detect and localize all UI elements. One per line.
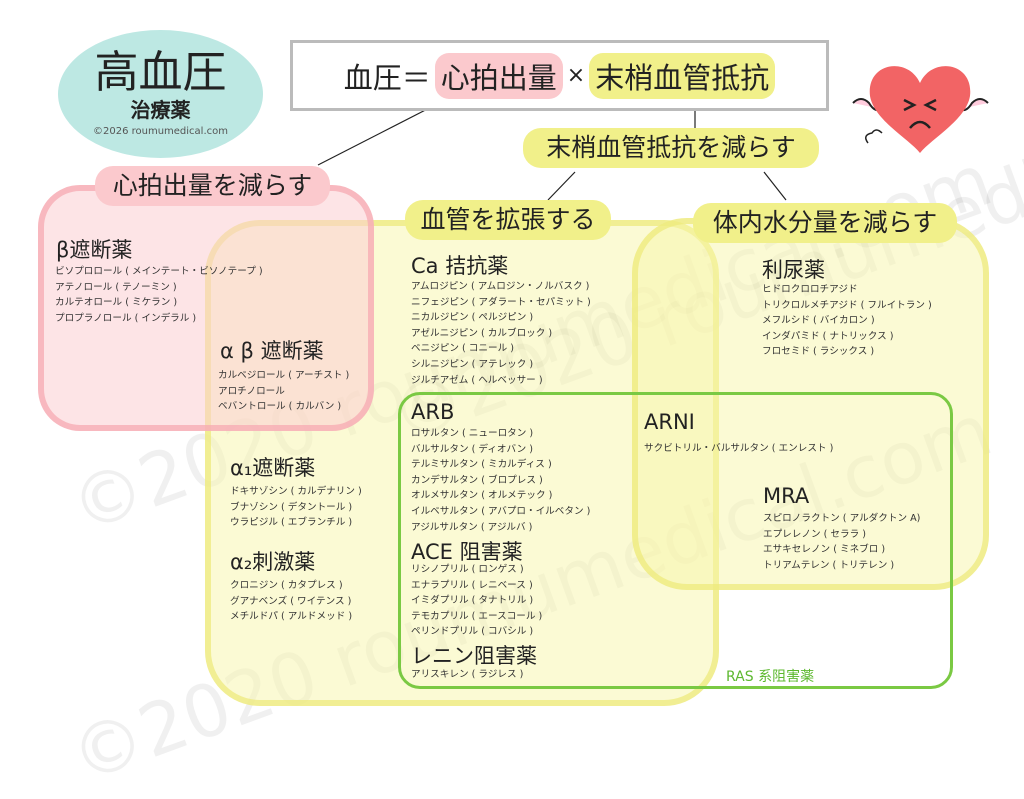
copyright: ©2026 roumumedical.com	[92, 126, 228, 137]
label-reduce-cardiac-output: 心拍出量を減らす	[95, 166, 330, 206]
drug-list-beta: ビソプロロール ( メインテート・ビソノテープ ) アテノロール ( テノーミン …	[55, 264, 263, 326]
logo-subtitle: 治療薬	[130, 98, 191, 122]
formula-cardiac-output: 心拍出量	[434, 52, 563, 99]
formula-lhs: 血圧＝	[343, 60, 431, 95]
drug-item: エサキセレノン ( ミネブロ )	[763, 544, 886, 556]
label-reduce-resistance: 末梢血管抵抗を減らす	[523, 128, 819, 168]
formula-resistance: 末梢血管抵抗	[589, 52, 776, 99]
drug-list-ace: リシノプリル ( ロンゲス ) エナラプリル ( レニベース ) イミダプリル ( …	[411, 562, 542, 640]
drug-item: クロニジン ( カタプレス )	[230, 580, 343, 591]
group-title-ace: ACE 阻害薬	[411, 540, 523, 564]
formula-box: 血圧＝ 心拍出量 × 末梢血管抵抗	[290, 40, 829, 111]
drug-item: アゼルニジピン ( カルブロック )	[411, 327, 553, 339]
drug-item: インダパミド ( ナトリックス )	[762, 330, 894, 342]
label-reduce-fluid: 体内水分量を減らす	[693, 203, 957, 243]
drug-item: トリアムテレン ( トリテレン )	[763, 559, 895, 571]
drug-item: ビソプロロール ( メインテート・ビソノテープ )	[55, 266, 263, 277]
drug-item: イルベサルタン ( アバプロ・イルベタン )	[411, 505, 591, 517]
drug-list-alpha2: クロニジン ( カタプレス ) グアナベンズ ( ワイテンス ) メチルドパ ( ア…	[230, 578, 352, 625]
formula-times: ×	[566, 63, 586, 88]
drug-item: メチルドパ ( アルドメッド )	[230, 611, 353, 623]
label-vasodilate: 血管を拡張する	[405, 200, 611, 240]
drug-item: トリクロルメチアジド ( フルイトラン )	[762, 299, 932, 311]
drug-list-alpha1: ドキサゾシン ( カルデナリン ) ブナゾシン ( デタントール ) ウラピジル (…	[230, 484, 362, 531]
group-title-alphabeta: α β 遮断薬	[220, 339, 324, 363]
drug-item: カンデサルタン ( ブロプレス )	[411, 474, 543, 486]
group-title-ca: Ca 拮抗薬	[411, 254, 509, 278]
drug-item: メフルシド ( バイカロン )	[762, 315, 875, 327]
group-title-alpha1: α₁遮断薬	[230, 456, 316, 480]
drug-item: ドキサゾシン ( カルデナリン )	[230, 486, 362, 497]
group-title-alpha2: α₂刺激薬	[230, 550, 316, 574]
drug-item: ヒドロクロロチアジド	[762, 284, 858, 295]
drug-list-ca: アムロジピン ( アムロジン・ノルバスク ) ニフェジピン ( アダラート・セパミ…	[411, 279, 591, 388]
drug-item: テモカプリル ( エースコール )	[411, 610, 543, 622]
drug-item: ロサルタン ( ニューロタン )	[411, 428, 534, 439]
drug-list-diuretic: ヒドロクロロチアジドトリクロルメチアジド ( フルイトラン ) メフルシド ( バ…	[762, 282, 932, 360]
ras-region	[398, 392, 953, 689]
drug-item: オルメサルタン ( オルメテック )	[411, 490, 553, 502]
diuretic-region	[632, 218, 989, 590]
drug-item: エプレレノン ( セララ )	[763, 528, 866, 540]
drug-item: リシノプリル ( ロンゲス )	[411, 564, 524, 575]
drug-item: バルサルタン ( ディオバン )	[411, 443, 533, 455]
group-title-arb: ARB	[411, 400, 455, 424]
drug-list-alphabeta: カルベジロール ( アーチスト ) アロチノロールベバントロール ( カルバン )	[218, 368, 349, 415]
label-ras: RAS 系阻害薬	[726, 669, 815, 685]
drug-item: サクビトリル・バルサルタン ( エンレスト )	[644, 443, 834, 454]
group-title-beta: β遮断薬	[56, 238, 133, 262]
group-title-mra: MRA	[763, 484, 810, 508]
drug-item: プロプラノロール ( インデラル )	[55, 312, 197, 324]
group-title-diuretic: 利尿薬	[762, 258, 825, 282]
drug-item: フロセミド ( ラシックス )	[762, 346, 875, 358]
drug-item: アムロジピン ( アムロジン・ノルバスク )	[411, 281, 590, 292]
drug-item: ブナゾシン ( デタントール )	[230, 501, 353, 513]
drug-item: アジルサルタン ( アジルバ )	[411, 521, 533, 533]
drug-item: グアナベンズ ( ワイテンス )	[230, 595, 352, 607]
drug-list-arni: サクビトリル・バルサルタン ( エンレスト )	[644, 441, 833, 457]
drug-item: ペリンドプリル ( コバシル )	[411, 626, 534, 638]
group-title-renin: レニン阻害薬	[411, 644, 537, 668]
drug-list-renin: アリスキレン ( ラジレス )	[411, 667, 523, 683]
group-title-arni: ARNI	[644, 410, 695, 434]
drug-list-arb: ロサルタン ( ニューロタン ) バルサルタン ( ディオバン ) テルミサルタン …	[411, 426, 590, 535]
drug-item: ニフェジピン ( アダラート・セパミット )	[411, 296, 591, 308]
drug-item: カルテオロール ( ミケラン )	[55, 297, 178, 309]
cardiac-output-region	[38, 185, 374, 431]
drug-item: アテノロール ( テノーミン )	[55, 281, 177, 293]
drug-list-mra: スピロノラクトン ( アルダクトン A) エプレレノン ( セララ ) エサキセレノ…	[763, 511, 920, 573]
drug-item: ジルチアゼム ( ヘルベッサー )	[411, 374, 543, 386]
drug-item: ベニジピン ( コニール )	[411, 343, 514, 355]
drug-item: エナラプリル ( レニベース )	[411, 579, 533, 591]
drug-item: テルミサルタン ( ミカルディス )	[411, 459, 552, 471]
drug-item: イミダプリル ( タナトリル )	[411, 595, 534, 607]
drug-item: ベバントロール ( カルバン )	[218, 401, 342, 413]
drug-item: ウラピジル ( エブランチル )	[230, 517, 353, 529]
drug-item: アリスキレン ( ラジレス )	[411, 669, 524, 680]
drug-item: カルベジロール ( アーチスト )	[218, 370, 350, 381]
drug-item: ニカルジピン ( ペルジピン )	[411, 312, 534, 324]
drug-item: アロチノロール	[218, 385, 285, 397]
drug-item: スピロノラクトン ( アルダクトン A)	[763, 513, 921, 524]
heart-mascot-icon	[852, 66, 989, 153]
logo: 高血圧 治療薬 ©2026 roumumedical.com	[58, 30, 263, 158]
drug-item: シルニジピン ( アテレック )	[411, 358, 534, 370]
logo-title: 高血圧	[94, 47, 227, 98]
